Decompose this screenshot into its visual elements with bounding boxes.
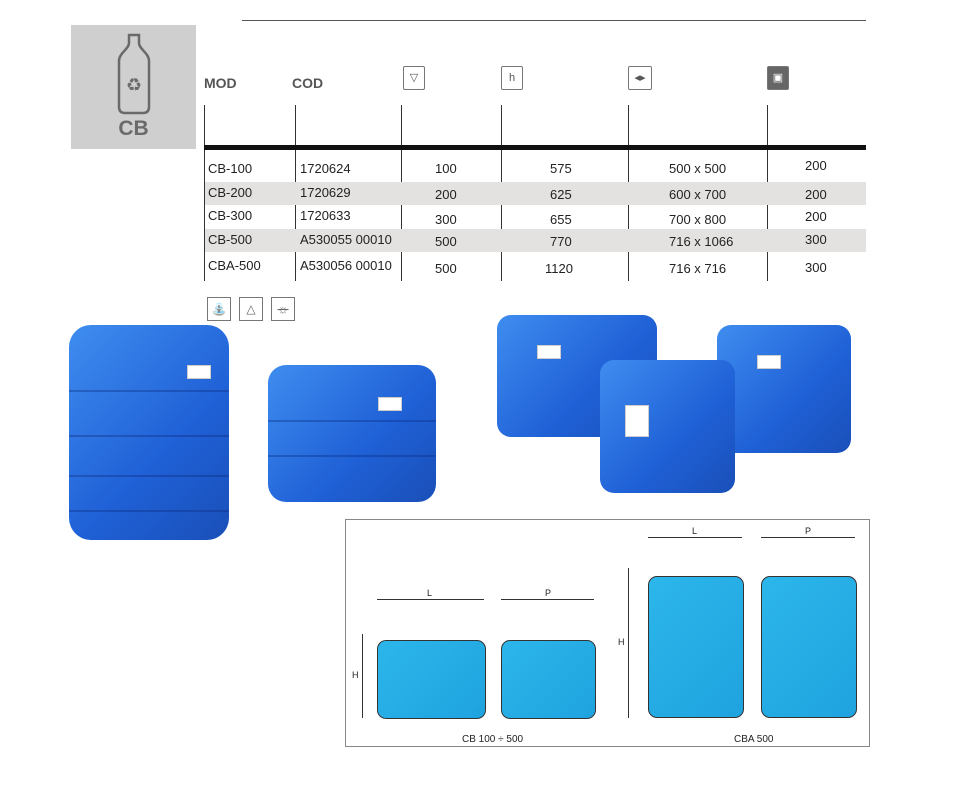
- table-row: CB-100 1720624 100 575 500 x 500 200: [205, 156, 866, 179]
- dimensions-cell: 716 x 716: [669, 261, 727, 276]
- no-sunlight-icon: ☼: [271, 297, 295, 321]
- table-row: CB-500 A530055 00010 500 770 716 x 1066 …: [205, 229, 866, 252]
- cod-cell: 1720633: [300, 208, 351, 223]
- litres-cell: 300: [435, 212, 457, 227]
- caption-cba: CBA 500: [734, 734, 774, 745]
- litres-cell: 100: [435, 161, 457, 176]
- dimensions-cell: 600 x 700: [669, 187, 727, 202]
- height-cell: 625: [550, 187, 572, 202]
- litres-cell: 500: [435, 261, 457, 276]
- diagram-tank-cb-side: [501, 640, 596, 719]
- drinking-water-icon: ⛲: [207, 297, 231, 321]
- caption-cb: CB 100 ÷ 500: [462, 734, 524, 745]
- dimensions-cell: 700 x 800: [669, 212, 727, 227]
- mod-cell: CB-300: [208, 208, 253, 223]
- cover-cell: 300: [805, 232, 827, 247]
- cod-cell: 1720624: [300, 161, 351, 176]
- column-divider: [204, 105, 205, 281]
- header-rule: [204, 145, 866, 150]
- diagram-tank-cba-side: [761, 576, 857, 718]
- diagram-tank-cba-front: [648, 576, 744, 718]
- litres-cell: 200: [435, 187, 457, 202]
- cover-cell: 300: [805, 260, 827, 275]
- divider: [242, 20, 866, 21]
- mod-cell: CB-500: [208, 232, 253, 247]
- height-cell: 770: [550, 234, 572, 249]
- header-cod: COD: [292, 75, 324, 91]
- table-row: CBA-500 A530056 00010 500 1120 716 x 716…: [205, 254, 866, 277]
- tank-photo-cb-small: [600, 360, 735, 493]
- capacity-icon: ▽: [403, 66, 425, 90]
- height-icon: h: [501, 66, 523, 90]
- table-row: CB-200 1720629 200 625 600 x 700 200: [205, 182, 866, 205]
- table-row: CB-300 1720633 300 655 700 x 800 200: [205, 206, 866, 229]
- height-label: H: [352, 670, 359, 680]
- tank-photo-cba500: [69, 325, 229, 540]
- tank-photo-cb-medium: [717, 325, 851, 453]
- bottle-recycle-icon: ♻: [117, 33, 151, 115]
- cod-cell: 1720629: [300, 185, 351, 200]
- litres-cell: 500: [435, 234, 457, 249]
- length-label: L: [692, 526, 698, 536]
- height-cell: 575: [550, 161, 572, 176]
- svg-text:♻: ♻: [126, 75, 142, 95]
- dimension-diagram: L P L P H H CB 100 ÷ 500 CBA 500: [345, 519, 870, 747]
- height-label: H: [618, 637, 625, 647]
- tank-photo-cb: [268, 365, 436, 502]
- mod-cell: CB-200: [208, 185, 253, 200]
- length-label: L: [427, 588, 433, 598]
- mod-cell: CB-100: [208, 161, 253, 176]
- cover-diameter-icon: ▣: [767, 66, 789, 90]
- dimensions-cell: 716 x 1066: [669, 234, 734, 249]
- cod-cell: A530055 00010: [300, 232, 392, 247]
- height-cell: 655: [550, 212, 572, 227]
- cover-cell: 200: [805, 158, 827, 173]
- dimensions-cell: 500 x 500: [669, 161, 727, 176]
- depth-label: P: [805, 526, 812, 536]
- mod-cell: CBA-500: [208, 258, 261, 273]
- diagram-tank-cb-front: [377, 640, 486, 719]
- cod-cell: A530056 00010: [300, 258, 392, 273]
- cover-cell: 200: [805, 187, 827, 202]
- product-family-logo: ♻ CB: [71, 25, 196, 149]
- dimensions-icon: ◂▸: [628, 66, 652, 90]
- warning-icon: △: [239, 297, 263, 321]
- height-cell: 1120: [545, 261, 573, 276]
- cover-cell: 200: [805, 209, 827, 224]
- depth-label: P: [545, 588, 552, 598]
- family-label: CB: [118, 117, 149, 140]
- header-mod: MOD: [204, 75, 237, 91]
